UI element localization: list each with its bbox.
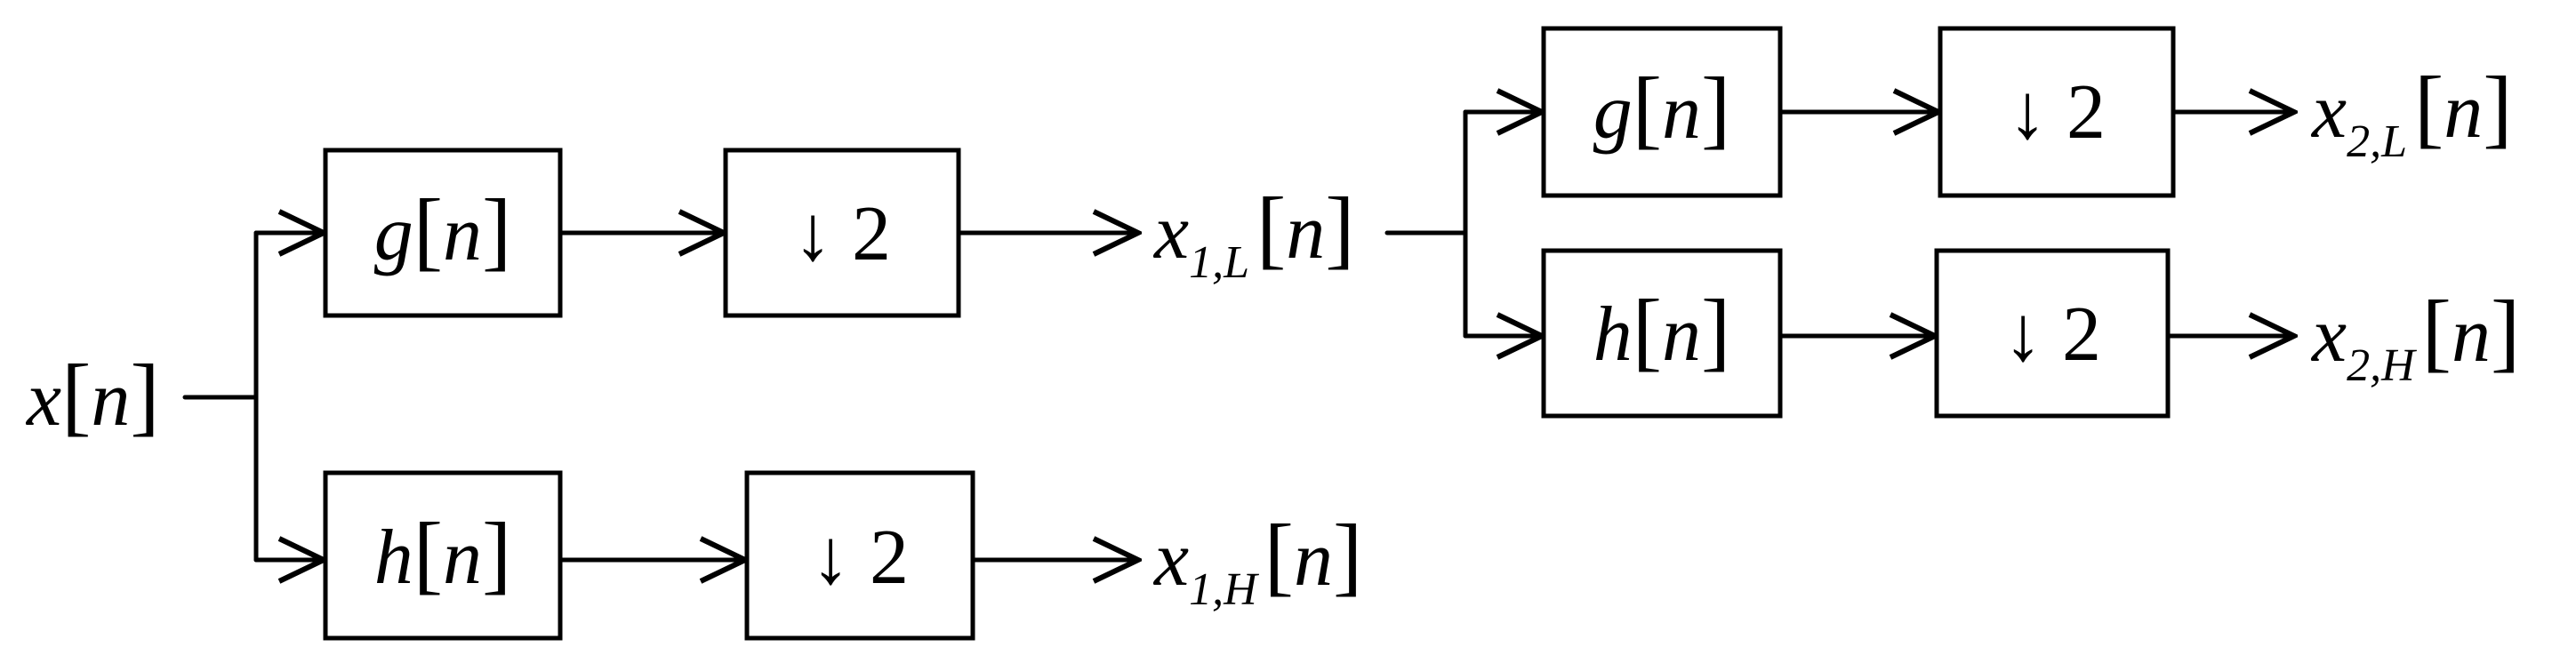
downsampler-d1H-label: ↓ 2 <box>811 515 909 601</box>
filter-h2-box <box>1541 248 1783 419</box>
stage1-wires <box>182 233 1138 560</box>
downsampler-d1L-block: ↓ 2 <box>723 148 961 318</box>
stage2-wires <box>1384 112 2294 336</box>
downsampler-d1H-box <box>744 470 975 641</box>
filter-g2-label: g[n] <box>1593 59 1731 157</box>
filter-g2-box <box>1541 26 1783 198</box>
filter-g2-block: g[n] <box>1541 26 1783 198</box>
filter-h2-label: h[n] <box>1593 281 1731 379</box>
downsampler-d1H-block: ↓ 2 <box>744 470 975 641</box>
downsampler-d2H-box <box>1934 248 2171 419</box>
output-x1L-label: x1,L[n] <box>1152 179 1355 288</box>
downsampler-d2L-box <box>1938 26 2176 198</box>
output-x2H-label: x2,H[n] <box>2310 282 2520 391</box>
filter-h1-label: h[n] <box>374 504 512 603</box>
filter-h2-block: h[n] <box>1541 248 1783 419</box>
filter-h1-block: h[n] <box>323 470 563 641</box>
filter-g1-label: g[n] <box>374 180 512 279</box>
filter-g1-box <box>323 148 563 318</box>
downsampler-d1L-label: ↓ 2 <box>793 191 891 277</box>
output-x1H-label: x1,H[n] <box>1152 506 1362 615</box>
input-signal-label: x[n] <box>25 346 160 444</box>
filter-h1-box <box>323 470 563 641</box>
output-x2L-label: x2,L[n] <box>2310 58 2513 167</box>
downsampler-d2H-label: ↓ 2 <box>2003 292 2101 378</box>
filter-g1-block: g[n] <box>323 148 563 318</box>
downsampler-d2H-block: ↓ 2 <box>1934 248 2171 419</box>
downsampler-d2L-block: ↓ 2 <box>1938 26 2176 198</box>
downsampler-d2L-label: ↓ 2 <box>2008 69 2106 156</box>
downsampler-d1L-box <box>723 148 961 318</box>
